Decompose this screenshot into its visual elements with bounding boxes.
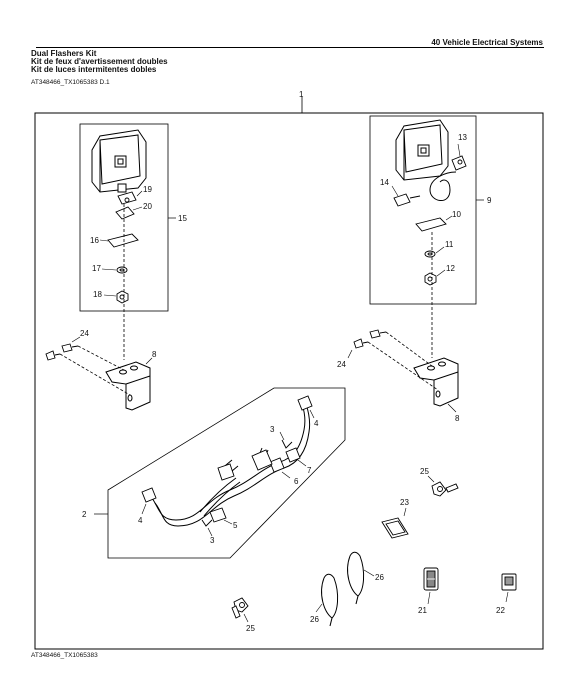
callout-1: 1	[299, 90, 304, 99]
callout-12: 12	[446, 264, 455, 273]
wiring-harness	[151, 403, 311, 527]
callout-2: 2	[82, 510, 87, 519]
callout-6: 6	[294, 477, 299, 486]
callout-13: 13	[458, 133, 467, 142]
cable-tie-26-lower	[321, 573, 339, 627]
right-mount-bracket-8	[413, 357, 459, 407]
callout-4-right: 4	[314, 419, 319, 428]
kit-outline	[34, 112, 544, 650]
cable-tie-26-upper	[347, 551, 365, 605]
callout-15: 15	[178, 214, 187, 223]
callout-23: 23	[400, 498, 409, 507]
left-bolt-24	[45, 343, 79, 361]
callout-21: 21	[418, 606, 427, 615]
callout-5: 5	[233, 521, 238, 530]
harness-connector-6	[269, 457, 285, 473]
harness-connector-7	[285, 447, 301, 463]
title-french: Kit de feux d'avertissement doubles	[31, 57, 168, 66]
left-mount-bracket-8	[105, 361, 151, 411]
callout-11: 11	[445, 240, 454, 249]
title-english: Dual Flashers Kit	[31, 49, 97, 58]
callout-8-right: 8	[455, 414, 460, 423]
callout-19: 19	[143, 185, 152, 194]
callout-9: 9	[487, 196, 492, 205]
right-bolt-24	[353, 329, 387, 349]
right-clamp-13	[451, 155, 467, 171]
callout-24-left: 24	[80, 329, 89, 338]
callout-8-left: 8	[152, 350, 157, 359]
harness-box	[107, 387, 346, 559]
right-connector-14	[393, 193, 421, 207]
ground-clip-25-right	[431, 481, 459, 497]
callout-24-right: 24	[337, 360, 346, 369]
decal-22	[501, 573, 517, 591]
left-bracket-clamp-19	[117, 191, 137, 205]
right-nut-12	[424, 272, 437, 286]
left-connector-20	[115, 206, 135, 220]
label-plate-23	[381, 517, 409, 539]
callout-4-left: 4	[138, 516, 143, 525]
harness-tie-3-upper	[281, 439, 293, 449]
right-washer-11	[424, 250, 436, 258]
harness-relay-block	[217, 449, 273, 481]
callout-10: 10	[452, 210, 461, 219]
footer-doc-id: AT348466_TX1065383	[31, 652, 98, 659]
callout-26-upper: 26	[375, 573, 384, 582]
switch-21	[423, 567, 439, 591]
harness-tie-3-lower	[201, 519, 213, 527]
callout-16: 16	[90, 236, 99, 245]
harness-connector-5	[209, 507, 227, 523]
right-pigtail-wire	[429, 171, 457, 201]
callout-3-lower: 3	[210, 536, 215, 545]
ground-clip-25-left	[231, 597, 249, 619]
section-title: 40 Vehicle Electrical Systems	[431, 38, 543, 47]
kit-titles: Dual Flashers Kit Kit de feux d'avertiss…	[31, 50, 168, 74]
right-flasher-lamp	[395, 119, 449, 181]
left-flasher-lamp	[91, 129, 147, 193]
title-spanish: Kit de luces intermitentes dobles	[31, 65, 157, 74]
callout-18: 18	[93, 290, 102, 299]
harness-connector-4-left	[141, 487, 157, 503]
doc-reference: AT348466_TX1065383 D.1	[31, 79, 110, 86]
callout-3-upper: 3	[270, 425, 275, 434]
left-pad-16	[107, 233, 139, 248]
harness-connector-4-right	[297, 395, 313, 411]
callout-25-left: 25	[246, 624, 255, 633]
right-pad-10	[415, 217, 447, 232]
right-lamp-box	[369, 115, 477, 305]
callout-22: 22	[496, 606, 505, 615]
left-washer-17	[116, 266, 128, 274]
callout-20: 20	[143, 202, 152, 211]
callout-17: 17	[92, 264, 101, 273]
header-rule	[36, 47, 544, 48]
callout-25-right: 25	[420, 467, 429, 476]
callout-14: 14	[380, 178, 389, 187]
callout-7: 7	[307, 466, 312, 475]
callout-26-lower: 26	[310, 615, 319, 624]
left-nut-18	[116, 290, 129, 304]
